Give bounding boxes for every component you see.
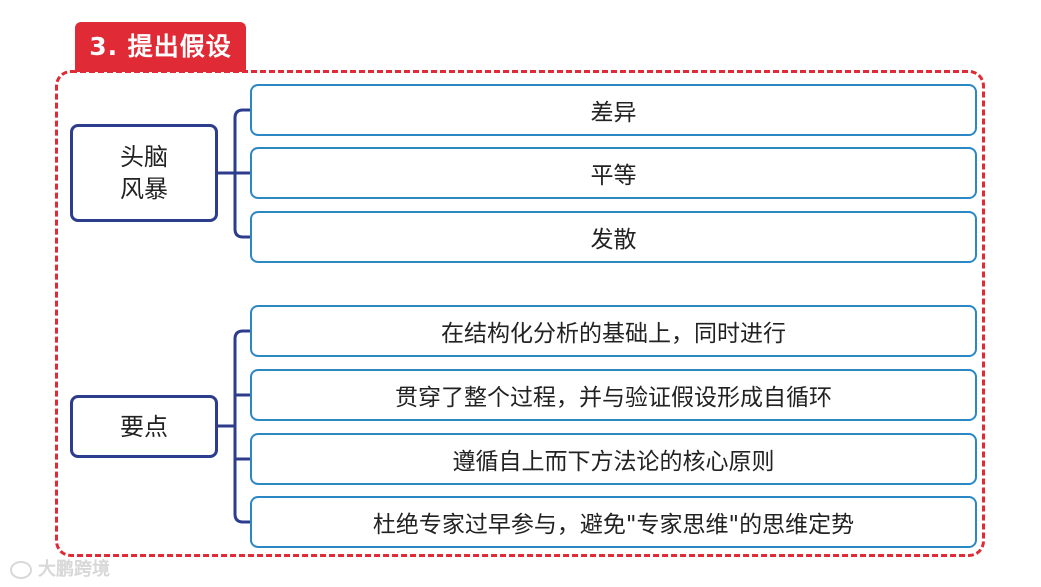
section-title: 3. 提出假设 bbox=[75, 22, 246, 72]
item-point-2: 贯穿了整个过程，并与验证假设形成自循环 bbox=[250, 369, 977, 421]
item-difference: 差异 bbox=[250, 84, 977, 136]
item-equality: 平等 bbox=[250, 147, 977, 199]
category-brainstorm: 头脑 风暴 bbox=[70, 124, 218, 222]
watermark-text: 大鹏跨境 bbox=[38, 559, 110, 580]
item-divergence: 发散 bbox=[250, 211, 977, 263]
watermark-logo-icon bbox=[10, 561, 32, 579]
category-key-points: 要点 bbox=[70, 395, 218, 458]
category-label-line: 要点 bbox=[120, 412, 168, 441]
category-label-line: 头脑 bbox=[120, 143, 168, 171]
bracket-group-1 bbox=[216, 108, 252, 239]
dashed-frame bbox=[55, 70, 985, 557]
item-point-4: 杜绝专家过早参与，避免"专家思维"的思维定势 bbox=[250, 496, 977, 548]
item-point-1: 在结构化分析的基础上，同时进行 bbox=[250, 305, 977, 357]
item-point-3: 遵循自上而下方法论的核心原则 bbox=[250, 433, 977, 485]
watermark: 大鹏跨境 bbox=[10, 555, 110, 581]
category-label-line: 风暴 bbox=[120, 175, 168, 203]
bracket-group-2 bbox=[216, 329, 252, 524]
